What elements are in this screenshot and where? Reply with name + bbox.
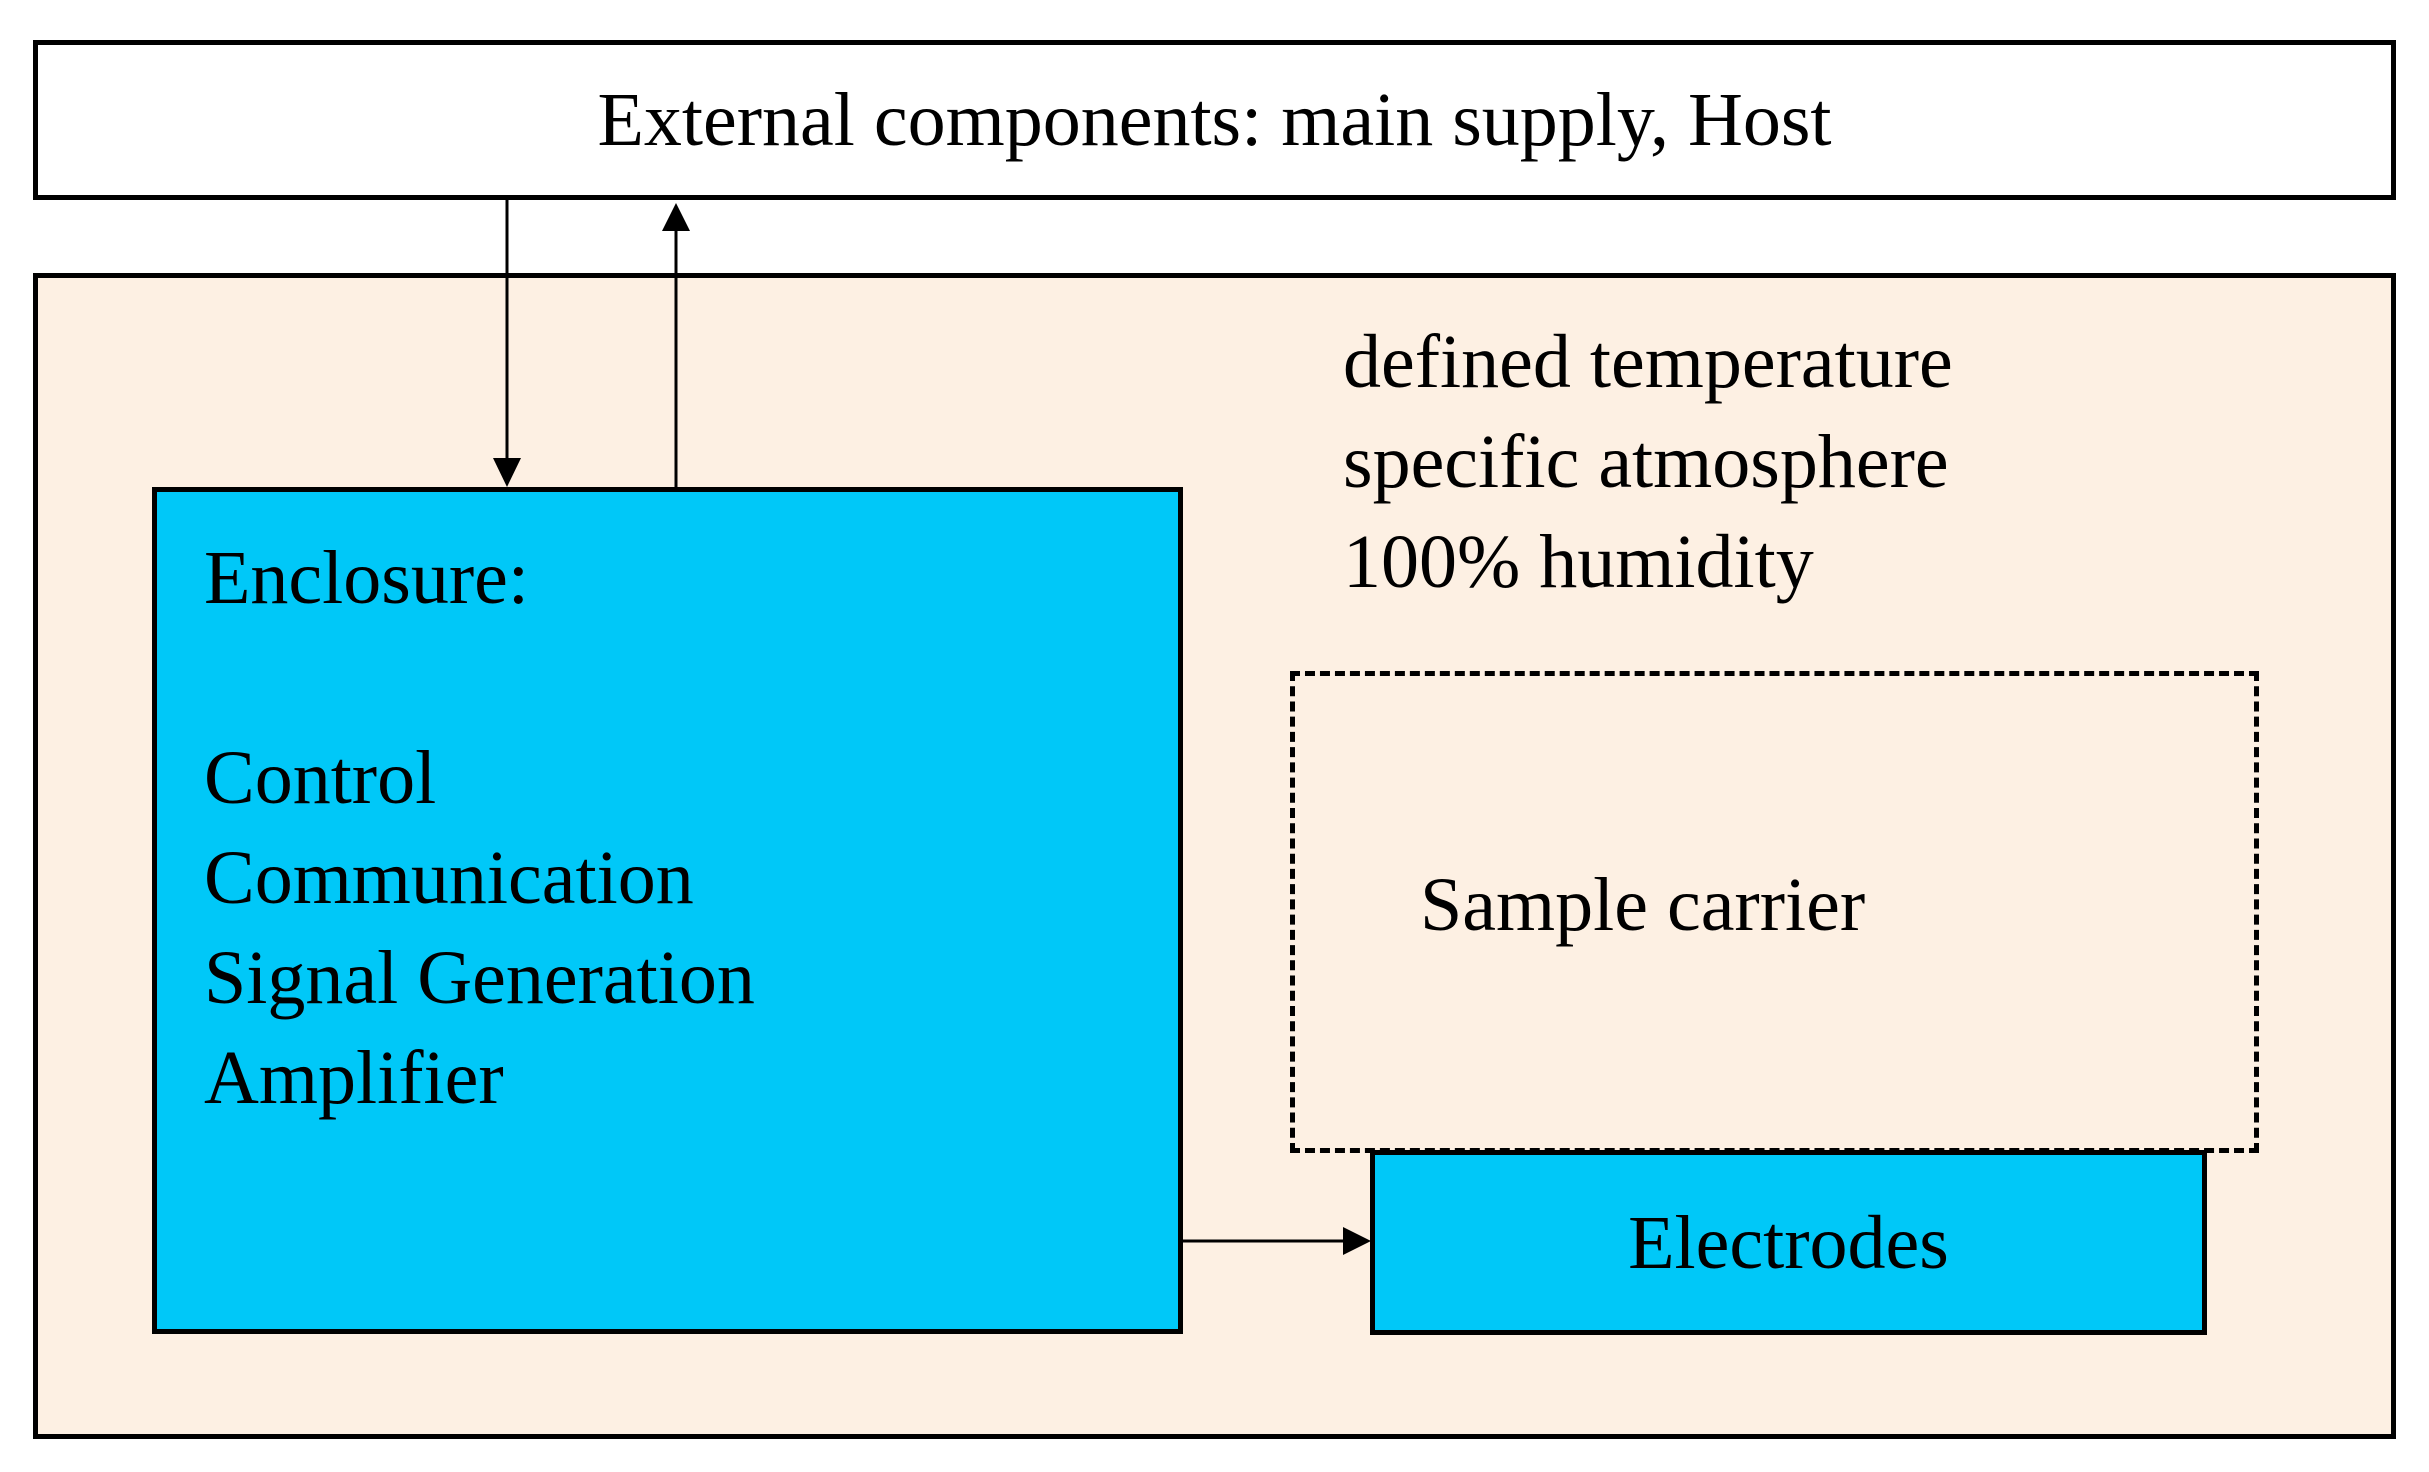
enclosure-function-control: Control <box>204 736 437 820</box>
electrodes-label: Electrodes <box>1628 1200 1949 1285</box>
arrow-enclosure-to-external-head <box>662 203 690 231</box>
enclosure-function-amplifier: Amplifier <box>204 1036 504 1120</box>
enclosure-function-signal-generation: Signal Generation <box>204 936 755 1020</box>
condition-humidity: 100% humidity <box>1343 520 1814 604</box>
electrodes-box: Electrodes <box>1370 1150 2207 1335</box>
external-components-box: External components: main supply, Host <box>33 40 2396 200</box>
sample-carrier-label: Sample carrier <box>1420 863 1866 947</box>
enclosure-function-communication: Communication <box>204 836 694 920</box>
external-components-label: External components: main supply, Host <box>597 78 1832 162</box>
condition-temperature: defined temperature <box>1343 320 1953 404</box>
enclosure-title: Enclosure: <box>204 536 530 620</box>
enclosure-box: Enclosure: Control Communication Signal … <box>152 487 1183 1334</box>
condition-atmosphere: specific atmosphere <box>1343 420 1949 504</box>
chamber-conditions: defined temperature specific atmosphere … <box>1343 312 1953 612</box>
